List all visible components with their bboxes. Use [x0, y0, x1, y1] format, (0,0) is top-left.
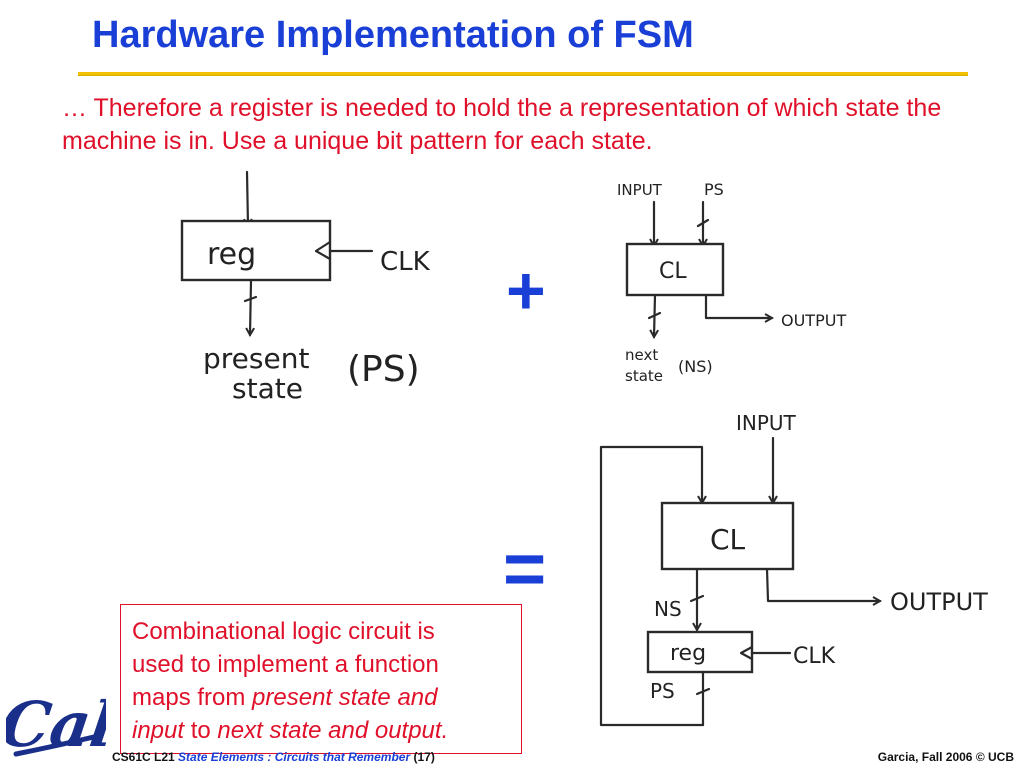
callout-box: Combinational logic circuit is used to i… [120, 604, 522, 754]
cl-input-label: INPUT [617, 181, 663, 199]
cl-next-state-slash [647, 311, 662, 320]
slide-title: Hardware Implementation of FSM [92, 14, 694, 56]
equals-symbol: = [503, 527, 547, 610]
callout-line-4-italic-b: next state and output. [217, 717, 449, 744]
cal-logo-text: Cal [6, 688, 106, 761]
register-diagram: reg CLK present state (PS) [180, 170, 431, 405]
combinational-logic-diagram: INPUT PS CL OUTPUT next state (NS) [617, 180, 846, 385]
footer-lecture-title: State Elements : Circuits that Remember [178, 750, 411, 764]
fsm-output-arrow [765, 567, 880, 601]
fsm-reg-box [646, 630, 754, 674]
fsm-input-label: INPUT [736, 411, 797, 435]
intro-text: … Therefore a register is needed to hold… [62, 94, 942, 155]
title-divider [78, 72, 968, 76]
cl-output-label: OUTPUT [781, 311, 846, 330]
fsm-feedback-loop [599, 445, 703, 727]
cl-box-label: CL [659, 259, 687, 284]
cl-ps-slash [696, 218, 710, 228]
cl-next-state-abbrev: (NS) [678, 357, 713, 376]
fsm-combined-diagram: INPUT CL OUTPUT NS reg CLK PS [599, 411, 988, 727]
register-output-arrow [250, 279, 251, 335]
callout-line-3: maps from present state and [132, 681, 511, 714]
cal-logo: Cal [6, 688, 106, 761]
cl-next-state-line1: next [625, 346, 658, 364]
fsm-output-label: OUTPUT [890, 588, 988, 616]
cl-box [625, 242, 725, 297]
cl-next-state-line2: state [625, 367, 663, 385]
callout-line-3-plain: maps from [132, 684, 253, 711]
register-box [180, 219, 332, 282]
present-state-abbrev: (PS) [347, 349, 420, 390]
fsm-ns-label: NS [654, 597, 682, 621]
callout-line-4-plain: to [184, 717, 218, 744]
register-clock-label: CLK [380, 247, 431, 277]
footer-credit: Garcia, Fall 2006 © UCB [877, 750, 1014, 764]
callout-line-4-italic-a: input [132, 717, 185, 744]
fsm-ns-slash [689, 594, 705, 603]
fsm-cl-box [660, 501, 795, 571]
register-input-arrow [247, 170, 248, 226]
present-state-line1: present [203, 342, 309, 375]
cl-output-arrow [704, 293, 772, 318]
cl-ps-label: PS [704, 180, 724, 199]
register-output-slash [243, 295, 258, 303]
fsm-clock-label: CLK [793, 644, 836, 669]
register-clock-triangle [314, 240, 332, 261]
callout-line-1: Combinational logic circuit is [132, 618, 435, 645]
plus-symbol: + [506, 253, 546, 329]
fsm-cl-label: CL [710, 523, 746, 556]
register-box-label: reg [207, 237, 256, 272]
footer-course-info: CS61C L21 State Elements : Circuits that… [112, 750, 435, 764]
present-state-line2: state [232, 372, 303, 405]
callout-line-2: used to implement a function [132, 651, 439, 678]
fsm-ps-slash [695, 687, 711, 696]
footer-page: (17) [413, 750, 435, 764]
footer-course: CS61C L21 [112, 750, 175, 764]
fsm-reg-label: reg [670, 641, 706, 666]
fsm-ps-label: PS [650, 679, 675, 703]
callout-line-4: input to next state and output. [132, 714, 511, 747]
fsm-reg-clock-triangle [739, 645, 754, 661]
callout-line-3-italic: present state and [252, 684, 438, 711]
